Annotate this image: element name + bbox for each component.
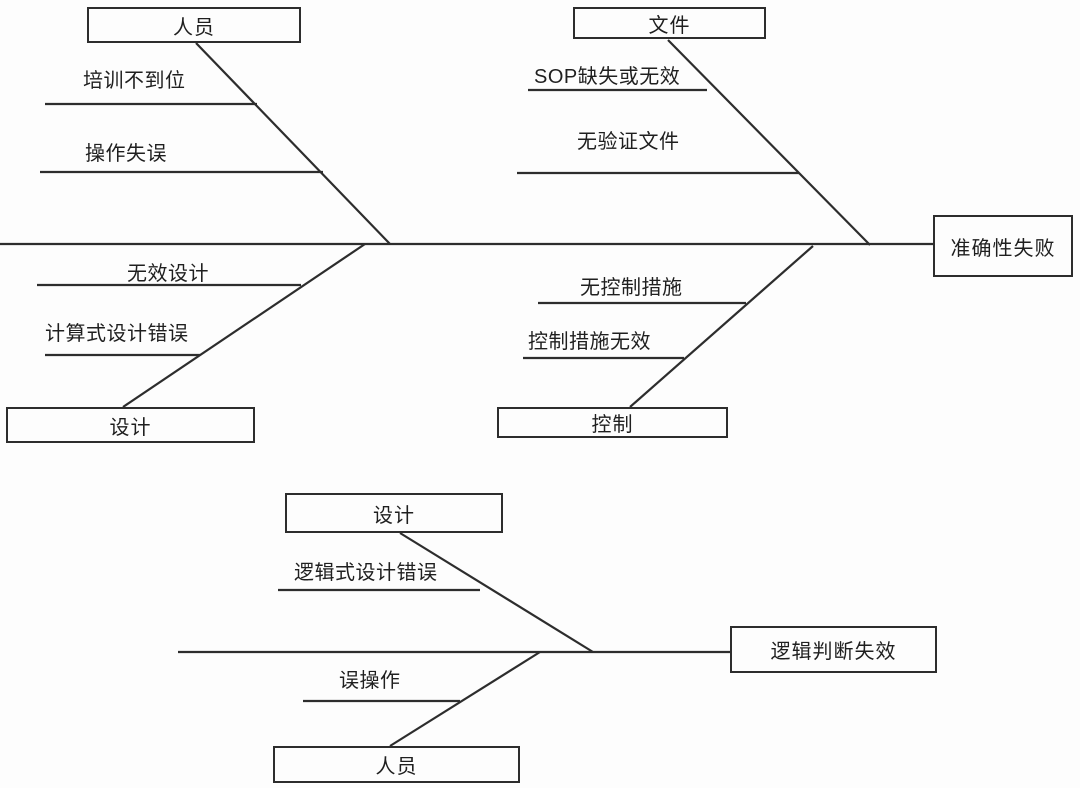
category-label-design-2: 设计 <box>373 504 415 527</box>
category-label-personnel: 人员 <box>173 16 215 39</box>
branch-line-documents <box>667 39 871 246</box>
effect-label-accuracy-failure: 准确性失败 <box>950 237 1056 260</box>
cause-label-no-verification: 无验证文件 <box>577 131 680 153</box>
cause-label-operation-error: 操作失误 <box>85 143 167 165</box>
cause-label-control-invalid: 控制措施无效 <box>528 331 651 353</box>
category-label-design: 设计 <box>109 416 152 439</box>
cause-label-invalid-design: 无效设计 <box>127 263 209 285</box>
branch-line-control <box>629 245 814 408</box>
category-label-control: 控制 <box>591 414 634 436</box>
category-box-design: 设计 <box>6 407 255 443</box>
category-box-control: 控制 <box>497 407 728 438</box>
effect-label-logic-judgment-failure: 逻辑判断失效 <box>770 641 897 663</box>
category-box-personnel-2: 人员 <box>273 746 520 783</box>
category-box-personnel: 人员 <box>87 7 301 43</box>
branch-line-design <box>122 243 366 408</box>
cause-label-no-control: 无控制措施 <box>580 277 683 299</box>
branch-line-design-2 <box>399 532 594 653</box>
effect-box-accuracy-failure: 准确性失败 <box>933 215 1073 277</box>
category-label-personnel-2: 人员 <box>375 756 418 778</box>
cause-label-training: 培训不到位 <box>83 70 186 92</box>
cause-label-mis-operation: 误操作 <box>339 670 401 692</box>
cause-label-sop: SOP缺失或无效 <box>534 66 681 88</box>
effect-box-logic-judgment-failure: 逻辑判断失效 <box>730 626 937 673</box>
category-box-design-2: 设计 <box>285 493 503 533</box>
branch-line-personnel-2 <box>389 651 541 747</box>
branch-line-personnel <box>195 42 391 245</box>
category-box-documents: 文件 <box>573 7 766 39</box>
cause-label-calc-design-error: 计算式设计错误 <box>45 323 189 345</box>
cause-label-logic-design-error: 逻辑式设计错误 <box>294 562 438 584</box>
category-label-documents: 文件 <box>648 14 691 37</box>
